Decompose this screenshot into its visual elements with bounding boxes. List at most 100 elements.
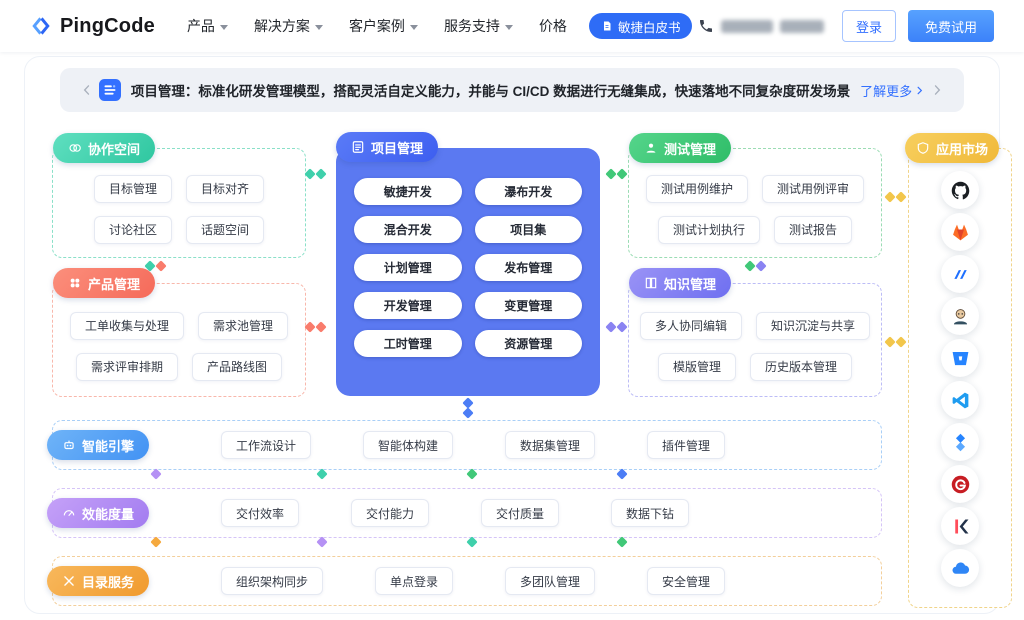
banner-next-button[interactable] xyxy=(924,76,950,104)
group-title: 知识管理 xyxy=(664,276,717,292)
project-buttons: 敏捷开发 瀑布开发 混合开发 项目集 计划管理 发布管理 开发管理 变更管理 工… xyxy=(354,178,582,357)
feature-button-product-roadmap[interactable]: 产品路线图 xyxy=(192,352,283,381)
knowledge-management-pill: 知识管理 xyxy=(629,268,732,298)
app-gitlab-button[interactable] xyxy=(941,213,979,251)
feature-button-template-management[interactable]: 模版管理 xyxy=(657,352,736,381)
free-trial-button[interactable]: 免费试用 xyxy=(908,10,994,42)
feature-button-agent-builder[interactable]: 智能体构建 xyxy=(363,431,454,459)
product-management-pill: 产品管理 xyxy=(53,268,156,298)
feature-button-change-management[interactable]: 变更管理 xyxy=(474,292,582,319)
app-jira-button[interactable] xyxy=(941,423,979,461)
feature-button-release-management[interactable]: 发布管理 xyxy=(474,254,582,281)
whitepaper-label: 敏捷白皮书 xyxy=(617,20,681,35)
clover-grid-icon xyxy=(70,278,80,288)
feature-button-dev-management[interactable]: 开发管理 xyxy=(354,292,462,319)
login-button[interactable]: 登录 xyxy=(842,10,896,42)
nav-label: 解决方案 xyxy=(253,18,310,34)
chevron-right-icon xyxy=(934,85,941,95)
agile-whitepaper-badge[interactable]: 敏捷白皮书 xyxy=(588,13,693,39)
app-k-button[interactable] xyxy=(941,507,979,545)
nav-item-customers[interactable]: 客户案例 xyxy=(349,16,418,36)
ai-buttons: 工作流设计 智能体构建 数据集管理 插件管理 xyxy=(221,431,726,459)
feature-button-discussion[interactable]: 讨论社区 xyxy=(93,215,172,244)
feature-button-test-report[interactable]: 测试报告 xyxy=(774,215,853,244)
nav-label: 服务支持 xyxy=(443,18,500,34)
feature-button-topic-space[interactable]: 话题空间 xyxy=(186,215,265,244)
app-gitee-button[interactable] xyxy=(941,465,979,503)
robot-icon xyxy=(64,440,74,450)
learn-more-link[interactable]: 了解更多 xyxy=(860,81,925,100)
feature-button-agile-dev[interactable]: 敏捷开发 xyxy=(354,178,462,205)
nav-item-pricing[interactable]: 价格 xyxy=(539,16,567,36)
feature-button-delivery-capability[interactable]: 交付能力 xyxy=(351,499,430,527)
chevron-right-icon xyxy=(917,86,923,94)
feature-button-goal-management[interactable]: 目标管理 xyxy=(93,174,172,203)
test-management-group: 测试管理 测试用例维护 测试用例评审 测试计划执行 测试报告 xyxy=(628,133,882,258)
feature-button-delivery-efficiency[interactable]: 交付效率 xyxy=(221,499,300,527)
feature-button-history-version[interactable]: 历史版本管理 xyxy=(750,352,853,381)
group-title: 协作空间 xyxy=(88,141,141,157)
feature-button-multiteam[interactable]: 多团队管理 xyxy=(505,567,596,595)
app-jenkins-button[interactable] xyxy=(941,297,979,335)
group-title: 智能引擎 xyxy=(82,438,135,454)
pingcode-logo-icon xyxy=(32,17,50,35)
jira-icon xyxy=(955,433,965,451)
group-title: 应用市场 xyxy=(936,141,989,157)
app-coding-button[interactable] xyxy=(941,255,979,293)
feature-button-requirement-review[interactable]: 需求评审排期 xyxy=(75,352,178,381)
feature-button-goal-alignment[interactable]: 目标对齐 xyxy=(186,174,265,203)
app-github-button[interactable] xyxy=(941,171,979,209)
pingcode-logo[interactable]: PingCode xyxy=(28,13,155,39)
shield-icon xyxy=(917,142,929,154)
feature-button-sso[interactable]: 单点登录 xyxy=(375,567,454,595)
feature-button-ticket-collection[interactable]: 工单收集与处理 xyxy=(69,311,184,340)
app-market-list xyxy=(909,171,1011,599)
gitee-icon xyxy=(951,475,969,493)
collab-space-pill: 协作空间 xyxy=(53,133,156,163)
feature-button-data-drilldown[interactable]: 数据下钻 xyxy=(611,499,690,527)
feature-button-program[interactable]: 项目集 xyxy=(474,216,582,243)
app-vscode-button[interactable] xyxy=(941,381,979,419)
app-cloud-button[interactable] xyxy=(941,549,979,587)
feature-button-resource-management[interactable]: 资源管理 xyxy=(474,330,582,357)
directory-buttons: 组织架构同步 单点登录 多团队管理 安全管理 xyxy=(221,567,726,595)
logo-text: PingCode xyxy=(60,14,155,37)
knowledge-buttons: 多人协同编辑 知识沉淀与共享 模版管理 历史版本管理 xyxy=(629,304,881,388)
feature-button-testcase-review[interactable]: 测试用例评审 xyxy=(762,174,865,203)
metrics-pill: 效能度量 xyxy=(47,498,150,528)
feature-button-coedit[interactable]: 多人协同编辑 xyxy=(639,311,742,340)
feature-button-waterfall-dev[interactable]: 瀑布开发 xyxy=(474,178,582,205)
feature-button-dataset-management[interactable]: 数据集管理 xyxy=(505,431,596,459)
jenkins-icon xyxy=(953,308,967,324)
metrics-buttons: 交付效率 交付能力 交付质量 数据下钻 xyxy=(221,499,690,527)
feature-button-hybrid-dev[interactable]: 混合开发 xyxy=(354,216,462,243)
banner-text: 项目管理：标准化研发管理模型，搭配灵活自定义能力，并能与 CI/CD 数据进行无… xyxy=(130,84,851,99)
feature-button-security-management[interactable]: 安全管理 xyxy=(647,567,726,595)
feature-button-delivery-quality[interactable]: 交付质量 xyxy=(481,499,560,527)
feature-button-time-management[interactable]: 工时管理 xyxy=(354,330,462,357)
collab-buttons: 目标管理 目标对齐 讨论社区 话题空间 xyxy=(53,169,305,249)
feature-button-plan-management[interactable]: 计划管理 xyxy=(354,254,462,281)
nav-label: 价格 xyxy=(538,18,567,34)
nav-item-support[interactable]: 服务支持 xyxy=(444,16,513,36)
cloud-service-icon xyxy=(951,561,969,574)
phone-icon xyxy=(700,20,712,32)
feature-button-plugin-management[interactable]: 插件管理 xyxy=(647,431,726,459)
project-management-pill: 项目管理 xyxy=(336,132,439,162)
bitbucket-icon xyxy=(952,351,968,365)
feature-button-workflow-design[interactable]: 工作流设计 xyxy=(221,431,312,459)
app-bitbucket-button[interactable] xyxy=(941,339,979,377)
feature-button-testcase-maintain[interactable]: 测试用例维护 xyxy=(645,174,748,203)
feature-button-requirement-pool[interactable]: 需求池管理 xyxy=(198,311,289,340)
ai-engine-group: 智能引擎 工作流设计 智能体构建 数据集管理 插件管理 xyxy=(47,420,882,470)
product-management-group: 产品管理 工单收集与处理 需求池管理 需求评审排期 产品路线图 xyxy=(52,268,306,397)
feature-button-knowledge-share[interactable]: 知识沉淀与共享 xyxy=(756,311,871,340)
book-icon xyxy=(645,277,657,289)
nav-item-solutions[interactable]: 解决方案 xyxy=(254,16,323,36)
feature-button-testplan-exec[interactable]: 测试计划执行 xyxy=(657,215,760,244)
nav-item-products[interactable]: 产品 xyxy=(187,16,228,36)
feature-button-org-sync[interactable]: 组织架构同步 xyxy=(221,567,324,595)
banner-prev-button[interactable] xyxy=(74,76,100,104)
tools-icon xyxy=(64,576,74,586)
collab-space-group: 协作空间 目标管理 目标对齐 讨论社区 话题空间 xyxy=(52,133,306,258)
